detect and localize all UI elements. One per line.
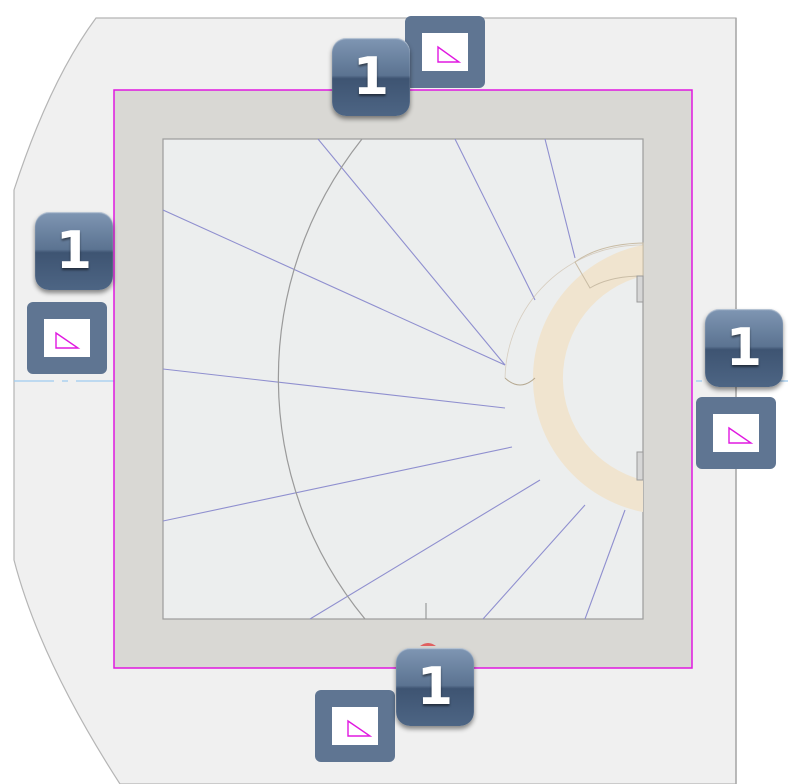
column-stub-top <box>636 275 644 303</box>
elevation-tag-icon <box>347 719 373 737</box>
bottom-marker-dot <box>420 643 436 646</box>
tag-face <box>44 319 90 357</box>
top-elevation-tag[interactable] <box>405 16 485 88</box>
inner-floor <box>162 138 644 620</box>
right-elevation-tag[interactable] <box>696 397 776 469</box>
column-stub-bottom <box>636 451 644 481</box>
column-ring[interactable] <box>532 245 643 512</box>
left-elevation-tag[interactable] <box>27 302 107 374</box>
top-marker-badge[interactable]: 1 <box>332 38 410 116</box>
ring-segment-top <box>574 242 644 289</box>
elevation-tag-icon <box>55 331 81 349</box>
stair-tread-lines <box>163 139 626 619</box>
bottom-marker-badge[interactable]: 1 <box>396 648 474 726</box>
elevation-tag-icon <box>437 45 462 63</box>
right-marker-badge[interactable]: 1 <box>705 309 783 387</box>
ring-segment-left <box>504 377 536 386</box>
column-ring-outline <box>504 244 644 379</box>
stair-arc-line <box>277 139 366 619</box>
bottom-elevation-tag[interactable] <box>315 690 395 762</box>
left-marker-badge[interactable]: 1 <box>35 212 113 290</box>
elevation-tag-icon <box>728 426 754 444</box>
